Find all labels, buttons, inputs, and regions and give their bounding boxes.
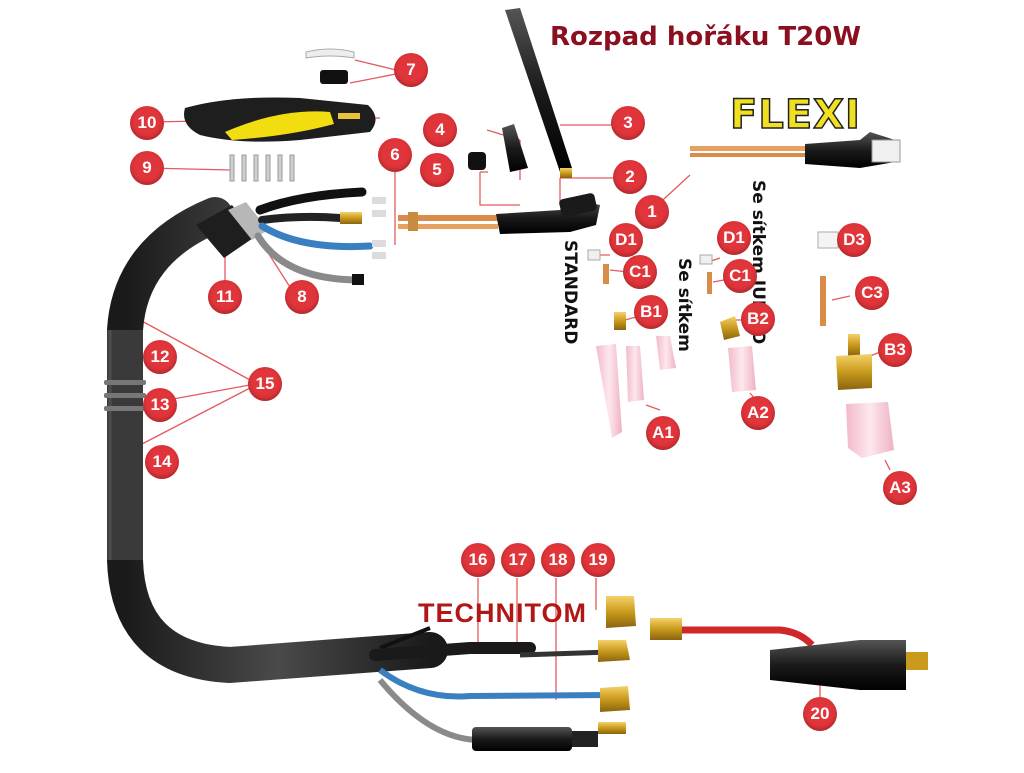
- callout-d1: D1: [717, 221, 751, 255]
- torch-hose: [104, 197, 448, 684]
- callout-17: 17: [501, 543, 535, 577]
- cable-end-bottom: [369, 596, 636, 751]
- callout-6: 6: [378, 138, 412, 172]
- callout-11: 11: [208, 280, 242, 314]
- callout-15: 15: [248, 367, 282, 401]
- callout-5: 5: [420, 153, 454, 187]
- callout-12: 12: [143, 340, 177, 374]
- back-cap-long: [505, 8, 572, 178]
- sheath-end: [196, 187, 386, 285]
- group-label-se-sitkem: Se sítkem: [674, 258, 694, 352]
- back-cap-short: [502, 124, 528, 172]
- callout-d1: D1: [609, 223, 643, 257]
- callout-19: 19: [581, 543, 615, 577]
- callout-13: 13: [143, 388, 177, 422]
- callout-b2: B2: [741, 302, 775, 336]
- callout-a2: A2: [741, 396, 775, 430]
- callout-18: 18: [541, 543, 575, 577]
- callout-7: 7: [394, 53, 428, 87]
- callout-3: 3: [611, 106, 645, 140]
- flexi-logo: FLEXI: [729, 91, 861, 139]
- callout-2: 2: [613, 160, 647, 194]
- callout-c1: C1: [623, 255, 657, 289]
- callout-c3: C3: [855, 276, 889, 310]
- diagram-title: Rozpad hořáku T20W: [550, 22, 862, 52]
- callout-b1: B1: [634, 295, 668, 329]
- callout-a3: A3: [883, 471, 917, 505]
- callout-14: 14: [145, 445, 179, 479]
- group-label-standard: STANDARD: [560, 240, 580, 345]
- callout-a1: A1: [646, 416, 680, 450]
- callout-d3: D3: [837, 223, 871, 257]
- hose-ring: [104, 380, 146, 411]
- callout-10: 10: [130, 106, 164, 140]
- callout-8: 8: [285, 280, 319, 314]
- callout-16: 16: [461, 543, 495, 577]
- gas-lens-parts: [699, 254, 756, 392]
- callout-4: 4: [423, 113, 457, 147]
- callout-b3: B3: [878, 333, 912, 367]
- brand-logo: TECHNITOM: [418, 598, 587, 628]
- callout-20: 20: [803, 697, 837, 731]
- callout-9: 9: [130, 151, 164, 185]
- handle-switch: [305, 48, 355, 84]
- power-adaptor: [650, 618, 928, 690]
- screws: [229, 154, 295, 182]
- callout-c1: C1: [723, 259, 757, 293]
- standard-parts: [587, 249, 676, 438]
- torch-head: [398, 193, 600, 234]
- callout-1: 1: [635, 195, 669, 229]
- flexi-head: [690, 132, 901, 168]
- back-cap-button: [468, 152, 486, 170]
- jumbo-parts: [817, 231, 894, 458]
- torch-handle: [184, 97, 376, 142]
